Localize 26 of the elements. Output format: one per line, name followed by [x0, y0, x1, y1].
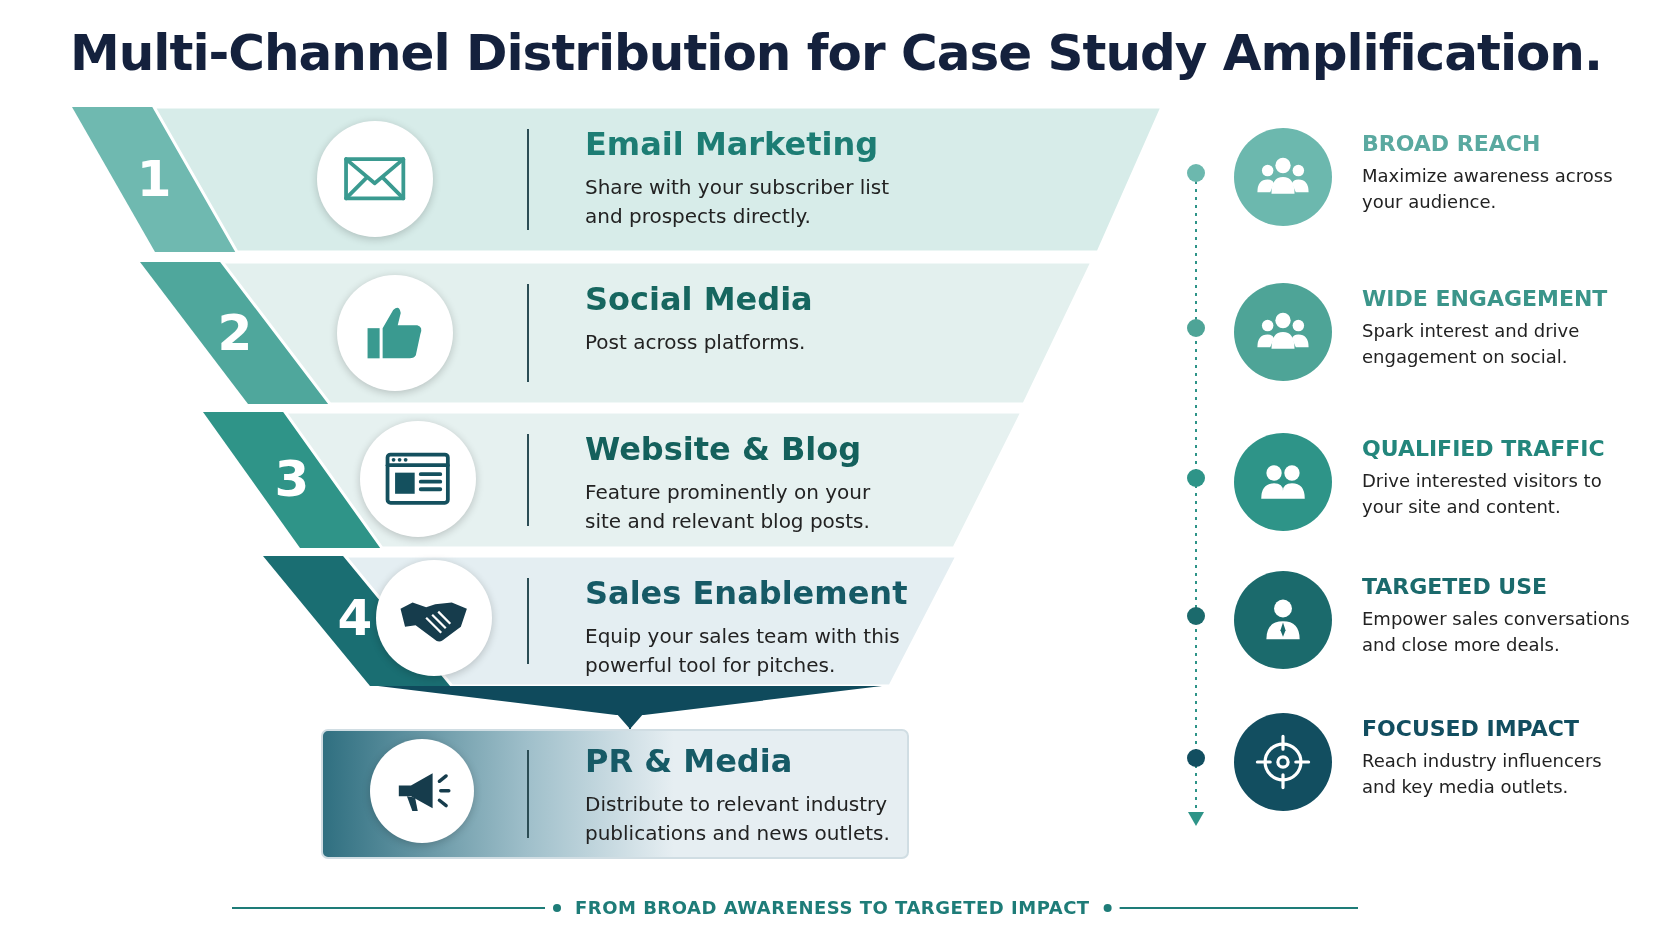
channel-heading: Sales Enablement	[585, 574, 908, 612]
channel-heading: PR & Media	[585, 742, 793, 780]
title: Multi-Channel Distribution for Case Study Amplification.	[69, 24, 1603, 82]
caption: FROM BROAD AWARENESS TO TARGETED IMPACT	[575, 897, 1090, 918]
channel-description: Distribute to relevant industry publications and news outlets.	[585, 791, 891, 847]
step-number: 1	[135, 149, 173, 209]
step-number: 2	[216, 303, 254, 363]
channel-description: Equip your sales team with this powerful tool for pitches.	[585, 623, 901, 679]
step-number: 4	[336, 588, 374, 648]
step-number: 3	[273, 449, 311, 509]
benefit-description: Drive interested visitors to your site and content.	[1362, 469, 1603, 519]
benefit-description: Reach industry influencers and key media outlets.	[1362, 749, 1603, 799]
channel-heading: Email Marketing	[585, 125, 879, 163]
channel-description: Feature prominently on your site and relevant blog posts.	[585, 479, 872, 535]
channel-heading: Website & Blog	[585, 430, 862, 468]
channel-description: Share with your subscriber list and prospects directly.	[585, 174, 891, 230]
benefit-heading: QUALIFIED TRAFFIC	[1362, 436, 1605, 461]
benefit-description: Empower sales conversations and close more deals.	[1362, 607, 1631, 657]
benefit-description: Spark interest and drive engagement on social.	[1362, 319, 1581, 369]
benefit-heading: TARGETED USE	[1362, 574, 1548, 599]
benefit-heading: WIDE ENGAGEMENT	[1362, 286, 1608, 311]
benefit-description: Maximize awareness across your audience.	[1362, 164, 1614, 214]
benefit-heading: BROAD REACH	[1362, 131, 1541, 156]
channel-description: Post across platforms.	[585, 329, 807, 356]
benefit-heading: FOCUSED IMPACT	[1362, 716, 1579, 741]
channel-heading: Social Media	[585, 280, 813, 318]
